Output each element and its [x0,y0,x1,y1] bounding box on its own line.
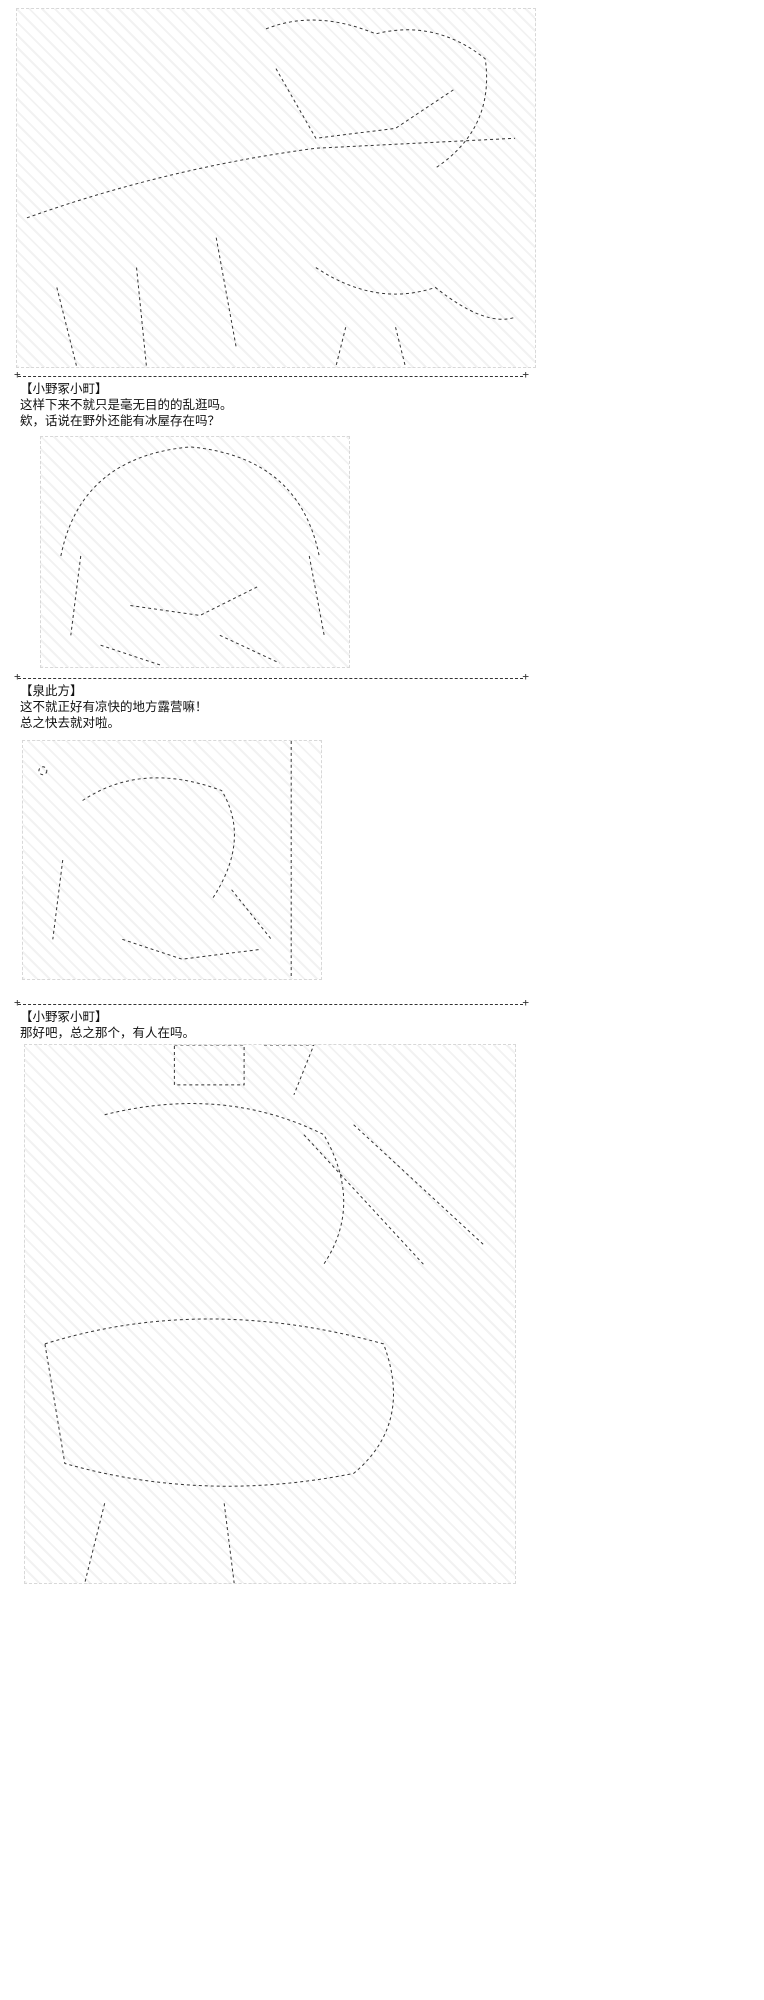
speaker-name: 【泉此方】 [20,683,83,698]
dialog-line: 那好吧，总之那个，有人在吗。 [20,1025,196,1040]
dialog-line: 总之快去就对啦。 [20,715,121,730]
divider [14,996,529,1009]
ascii-art-komachi-scythe [16,8,536,368]
dialog-line: 这样下来不就只是毫无目的的乱逛吗。 [20,397,233,412]
divider [14,670,529,683]
divider [14,368,529,381]
speaker-name: 【小野冢小町】 [20,1009,108,1024]
dialog-block: 【小野冢小町】 那好吧，总之那个，有人在吗。 [20,1009,720,1041]
dialog-block: 【小野冢小町】 这样下来不就只是毫无目的的乱逛吗。 欸，话说在野外还能有冰屋存在… [20,381,720,429]
dialog-block: 【泉此方】 这不就正好有凉快的地方露营嘛！ 总之快去就对啦。 [20,683,720,731]
ascii-art-konata [40,436,350,668]
ascii-art-konata-flag [22,740,322,980]
dialog-line: 这不就正好有凉快的地方露营嘛！ [20,699,208,714]
dialog-line: 欸，话说在野外还能有冰屋存在吗？ [20,413,221,428]
ascii-art-komachi-boat [24,1044,516,1584]
speaker-name: 【小野冢小町】 [20,381,108,396]
